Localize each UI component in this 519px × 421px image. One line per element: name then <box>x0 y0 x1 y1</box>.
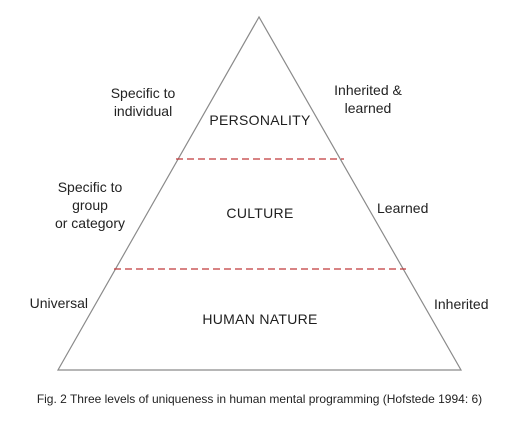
figure-caption: Fig. 2 Three levels of uniqueness in hum… <box>36 392 483 406</box>
level-culture-label: CULTURE <box>226 205 294 221</box>
level-personality-label: PERSONALITY <box>209 112 311 128</box>
left-label-group-line-1: Specific to <box>57 179 123 195</box>
right-label-inherited-learned-line-1: Inherited & <box>334 82 402 98</box>
left-label-individual-line-2: individual <box>113 103 173 119</box>
level-human-nature-label: HUMAN NATURE <box>202 311 318 327</box>
right-label-inherited-learned: Inherited & learned <box>318 81 418 117</box>
level-personality: PERSONALITY <box>190 111 330 129</box>
level-culture: CULTURE <box>190 204 330 222</box>
left-label-universal: Universal <box>4 294 88 312</box>
pyramid-outline <box>56 15 463 371</box>
left-label-group-line-2: group <box>72 197 108 213</box>
right-label-learned-line-1: Learned <box>377 200 429 216</box>
left-label-group-line-3: or category <box>54 215 126 231</box>
right-label-inherited-learned-line-2: learned <box>344 100 392 116</box>
level-human-nature: HUMAN NATURE <box>170 310 350 328</box>
right-label-learned: Learned <box>377 199 467 217</box>
right-label-inherited-line-1: Inherited <box>434 296 489 312</box>
left-label-universal-line-1: Universal <box>29 295 88 311</box>
right-label-inherited: Inherited <box>434 295 514 313</box>
left-label-group: Specific to group or category <box>40 178 140 232</box>
left-label-individual-line-1: Specific to <box>110 85 176 101</box>
left-label-individual: Specific to individual <box>88 84 198 120</box>
